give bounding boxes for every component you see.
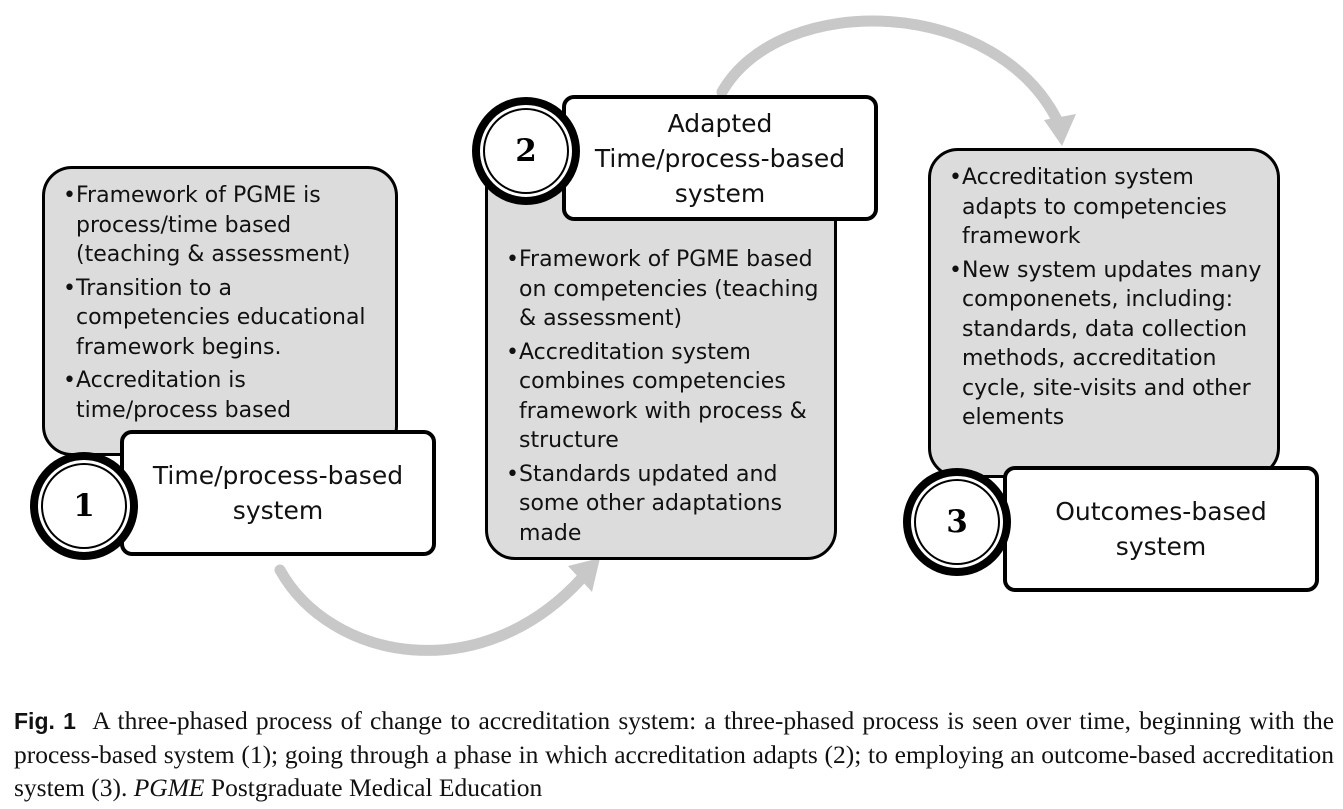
arrow-phase2-to-phase3-head xyxy=(1044,114,1076,146)
phase-3-title-line: Outcomes-based xyxy=(1055,497,1267,526)
phase-3-title: Outcomes-based system xyxy=(1003,466,1319,592)
caption-abbreviation-definition: Postgraduate Medical Education xyxy=(210,773,543,802)
phase-3-number: 3 xyxy=(946,504,968,540)
phase-3-panel: Accreditation system adapts to competenc… xyxy=(928,148,1280,478)
phase-1-bullets: Framework of PGME is process/time based … xyxy=(63,181,381,425)
phase-1-title-line: Time/process-based xyxy=(152,461,404,490)
arrow-phase2-to-phase3 xyxy=(716,15,1066,132)
phase-2-title-line: Adapted xyxy=(667,108,773,138)
arrow-phase1-to-phase2 xyxy=(274,564,588,656)
phase-2-bullet: Accreditation system combines competenci… xyxy=(506,338,820,456)
phase-2-number-badge: 2 xyxy=(472,97,580,205)
phase-1-title: Time/process-based system xyxy=(120,430,436,556)
caption-text: A three-phased process of change to accr… xyxy=(14,706,1335,802)
phase-1-number-badge: 1 xyxy=(30,452,138,560)
phase-1-panel: Framework of PGME is process/time based … xyxy=(42,166,398,456)
phase-3-title-line: system xyxy=(1115,532,1207,561)
phase-1-title-line: system xyxy=(232,496,324,525)
phase-2-bullet: Standards updated and some other adaptat… xyxy=(506,460,820,549)
phase-1-bullet: Accreditation is time/process based xyxy=(63,366,381,425)
caption-abbreviation: PGME xyxy=(133,773,205,802)
phase-2-title-line: Time/process-based xyxy=(594,143,846,173)
phase-2-number: 2 xyxy=(515,133,537,169)
phase-1-bullet: Transition to a competencies educational… xyxy=(63,274,381,363)
phase-1-bullet: Framework of PGME is process/time based … xyxy=(63,181,381,270)
phase-3-bullet: New system updates many componenets, inc… xyxy=(949,256,1263,433)
phase-2-title: Adapted Time/process-based system xyxy=(562,95,878,221)
phase-2-title-line: system xyxy=(674,178,766,208)
figure-caption: Fig. 1 A three-phased process of change … xyxy=(14,704,1334,804)
phase-3-bullets: Accreditation system adapts to competenc… xyxy=(949,163,1263,433)
phase-2-bullet: Framework of PGME based on competencies … xyxy=(506,245,820,334)
phase-1-number: 1 xyxy=(73,488,95,524)
phase-3-number-badge: 3 xyxy=(903,468,1011,576)
phase-3-bullet: Accreditation system adapts to competenc… xyxy=(949,163,1263,252)
arrow-phase1-to-phase2-head xyxy=(568,558,600,592)
phase-2-bullets: Framework of PGME based on competencies … xyxy=(506,245,820,548)
figure-label: Fig. 1 xyxy=(14,708,76,734)
